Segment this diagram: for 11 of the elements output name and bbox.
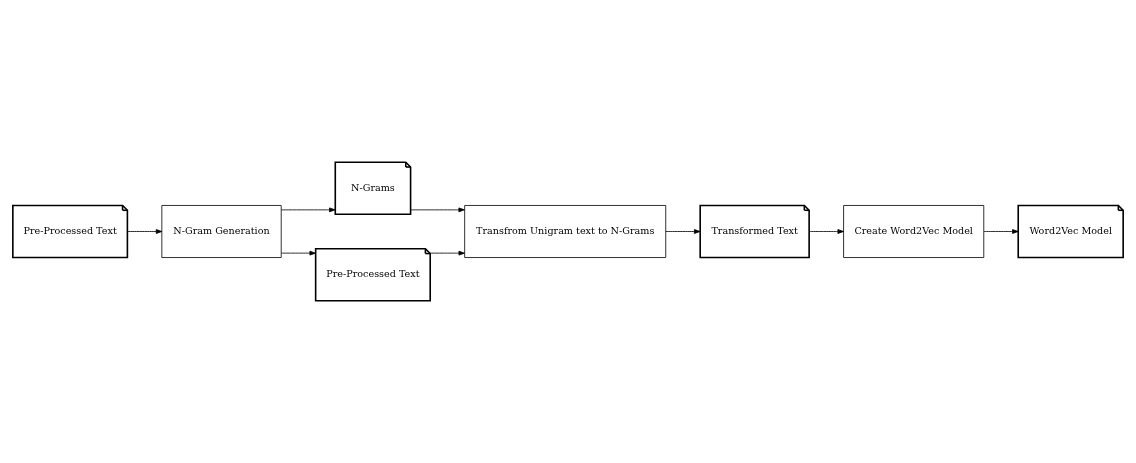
arrow xyxy=(410,207,465,213)
arrow xyxy=(983,229,1019,234)
node-box: Create Word2Vec Model xyxy=(843,205,985,258)
arrow xyxy=(127,229,163,234)
arrow xyxy=(808,229,844,234)
arrow xyxy=(280,207,336,213)
node-box: Transfrom Unigram text to N-Grams xyxy=(464,205,667,258)
arrow xyxy=(280,250,316,256)
node-box: N-Gram Generation xyxy=(161,205,282,258)
arrow xyxy=(665,229,701,234)
arrow xyxy=(429,250,465,256)
